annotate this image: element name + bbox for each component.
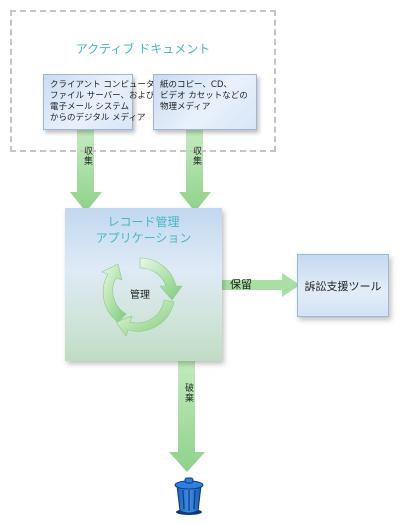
trash-can-icon bbox=[174, 477, 204, 515]
digital-media-line: からのデジタル メディア bbox=[50, 113, 146, 123]
cycle-arrows-icon bbox=[101, 257, 183, 337]
records-management-app-box bbox=[65, 208, 222, 361]
physical-media-line: 紙のコピー、CD、 bbox=[160, 80, 232, 90]
digital-media-line: ファイル サーバー、および bbox=[50, 91, 155, 101]
digital-media-line: クライアント コンピュータ、 bbox=[50, 80, 163, 90]
hold-double-arrow bbox=[181, 273, 300, 297]
records-management-title: レコード管理 アプリケーション bbox=[65, 214, 222, 246]
cycle-manage-label: 管理 bbox=[130, 290, 150, 301]
records-management-title-line1: レコード管理 bbox=[107, 215, 180, 229]
active-documents-region bbox=[10, 10, 276, 152]
physical-media-line: 物理メディア bbox=[160, 102, 211, 112]
dispose-arrow bbox=[169, 358, 205, 472]
collect-label-2: 収集 bbox=[191, 146, 201, 166]
active-documents-title: アクティブ ドキュメント bbox=[75, 42, 211, 56]
litigation-support-tool-box: 訴訟支援ツール bbox=[297, 254, 389, 317]
hold-label: 保留 bbox=[230, 278, 252, 291]
digital-media-line: 電子メール システム bbox=[50, 102, 129, 112]
litigation-support-tool-label: 訴訟支援ツール bbox=[304, 279, 382, 293]
dispose-label: 破棄 bbox=[183, 383, 193, 403]
collect-label-1: 収集 bbox=[82, 146, 92, 166]
physical-media-line: ビデオ カセットなどの bbox=[160, 91, 248, 101]
digital-media-source: クライアント コンピュータ、 ファイル サーバー、および 電子メール システム … bbox=[43, 74, 163, 130]
records-management-title-line2: アプリケーション bbox=[95, 231, 192, 245]
physical-media-source: 紙のコピー、CD、 ビデオ カセットなどの 物理メディア bbox=[153, 74, 257, 130]
